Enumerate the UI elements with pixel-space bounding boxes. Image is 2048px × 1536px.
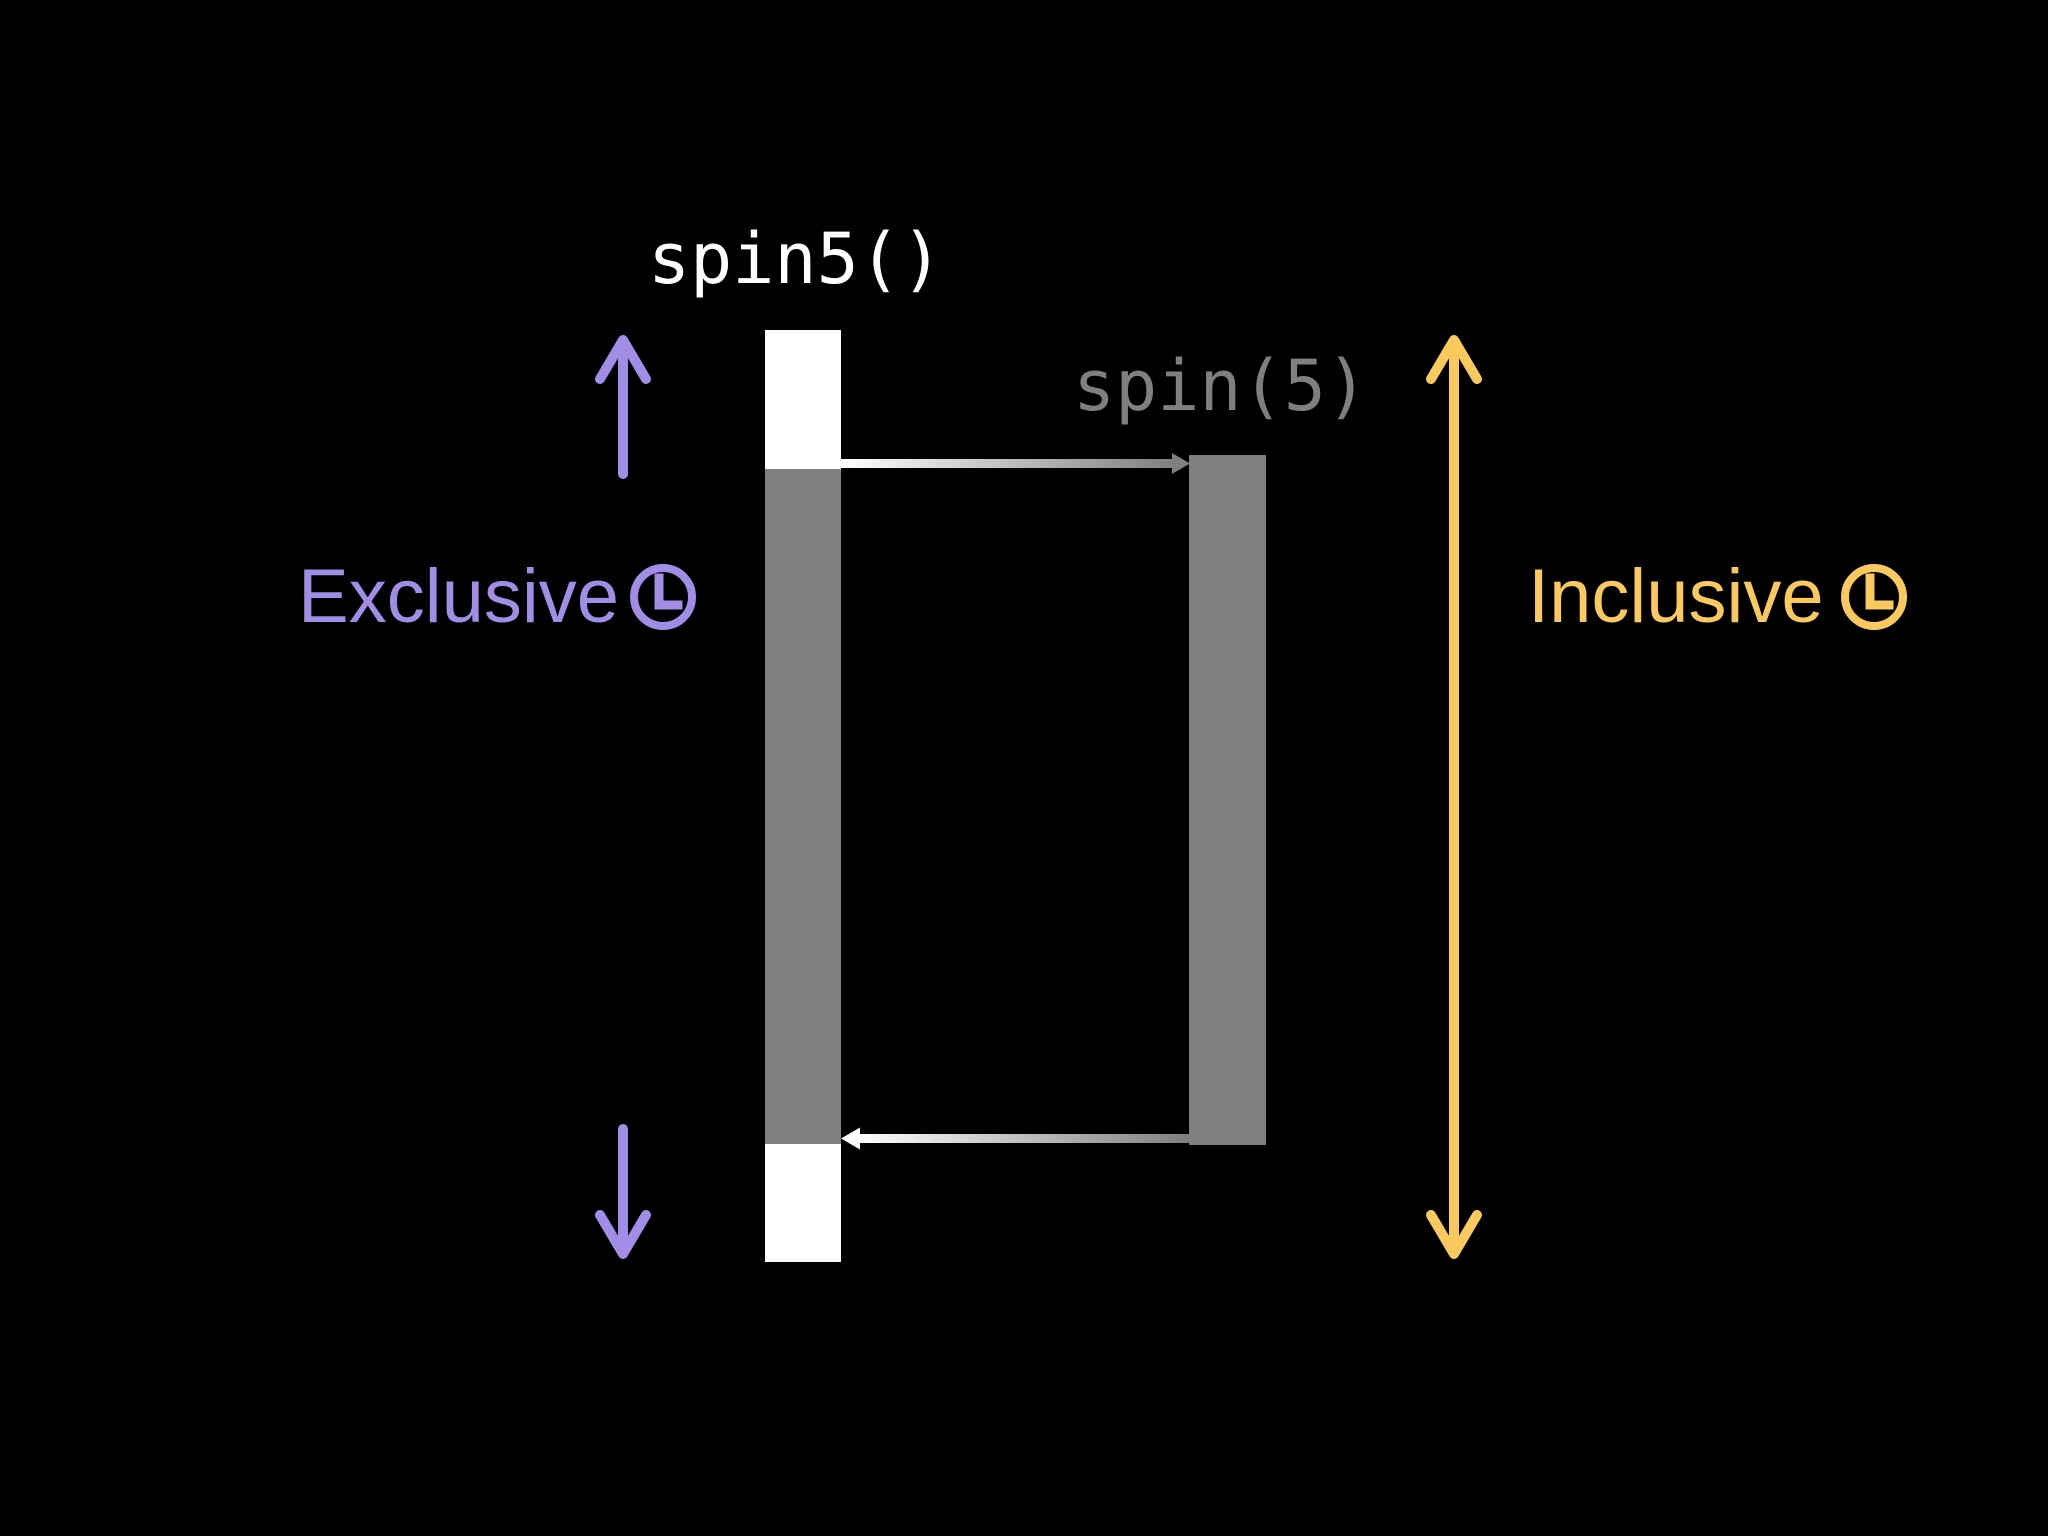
down-arrow-icon <box>595 1210 651 1259</box>
inclusive-arrow-bottom-head <box>1426 1210 1482 1259</box>
outer-function-label: spin5() <box>648 218 943 300</box>
return-arrow <box>841 1127 1189 1150</box>
outer-bar-waiting-segment <box>765 469 841 1144</box>
clock-icon <box>1841 564 1907 630</box>
outer-function-bar <box>765 330 841 1262</box>
inclusive-arrow <box>1426 335 1482 1259</box>
exclusive-arrows <box>595 335 651 1259</box>
inner-function-bar <box>1189 455 1266 1145</box>
exclusive-label: Exclusive <box>298 554 619 639</box>
inclusive-label: Inclusive <box>1528 554 1824 639</box>
outer-bar-active-top <box>765 330 841 469</box>
right-arrow-icon <box>1172 453 1190 474</box>
call-arrow <box>841 453 1190 474</box>
up-arrow-icon <box>595 335 651 384</box>
clock-icon <box>630 564 696 630</box>
call-arrow-line <box>841 459 1177 468</box>
outer-bar-active-bottom <box>765 1144 841 1262</box>
left-arrow-icon <box>841 1127 860 1150</box>
double-headed-arrow-icon <box>1426 335 1482 384</box>
inner-function-label: spin(5) <box>1073 345 1368 427</box>
return-arrow-line <box>857 1134 1189 1143</box>
